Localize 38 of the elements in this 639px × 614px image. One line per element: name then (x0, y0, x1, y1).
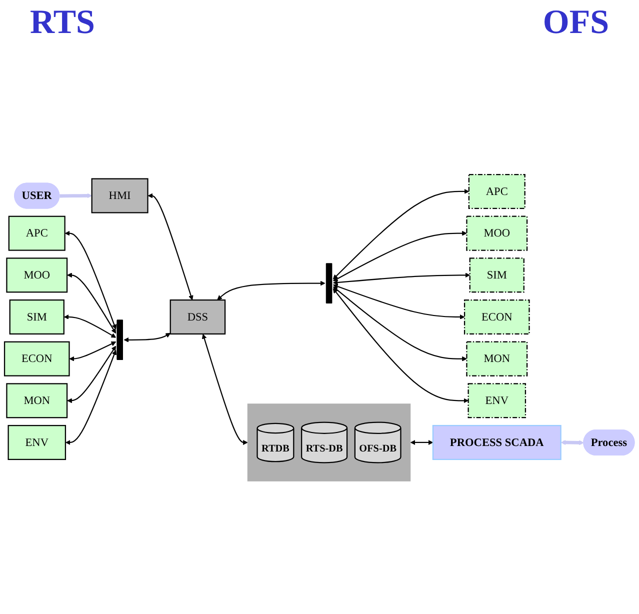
node-box (8, 425, 66, 460)
node-box (8, 216, 66, 252)
arrow (202, 334, 248, 446)
arrow (148, 193, 194, 300)
arrow (64, 231, 117, 330)
node-box (6, 383, 68, 418)
node-box (466, 216, 528, 252)
arrow (60, 193, 92, 198)
arrow (64, 314, 116, 338)
node-box (468, 383, 526, 418)
node-box (91, 178, 148, 214)
node-box (469, 258, 524, 293)
arrow (560, 440, 584, 446)
arrow (410, 440, 434, 446)
flowchart: RTDB RTS-DB OFS-DB USER HMI DSS APC MOO SIM ECON MON ENV APC MOO SIM ECON MON ENV PROCESS SCADA Process (0, 170, 639, 486)
node-box (6, 258, 68, 293)
arrow (69, 342, 116, 362)
arrow (67, 272, 116, 334)
cluster (247, 404, 411, 482)
arrow (332, 286, 467, 362)
node-box (170, 300, 226, 335)
section-heading: OFS (542, 4, 609, 42)
arrow (332, 272, 470, 286)
arrow (65, 350, 117, 446)
section-heading: RTS (30, 4, 95, 42)
arrow (332, 284, 465, 320)
arrow (332, 288, 469, 404)
node-box (468, 174, 526, 210)
arrow (67, 346, 116, 404)
node-box (9, 300, 64, 335)
arrow (332, 189, 470, 280)
node-box (4, 342, 70, 377)
arrow (124, 333, 171, 343)
node-box (464, 300, 530, 335)
node-box (432, 425, 562, 460)
arrow (217, 281, 326, 300)
node-box (466, 342, 528, 377)
arrow (332, 231, 467, 282)
